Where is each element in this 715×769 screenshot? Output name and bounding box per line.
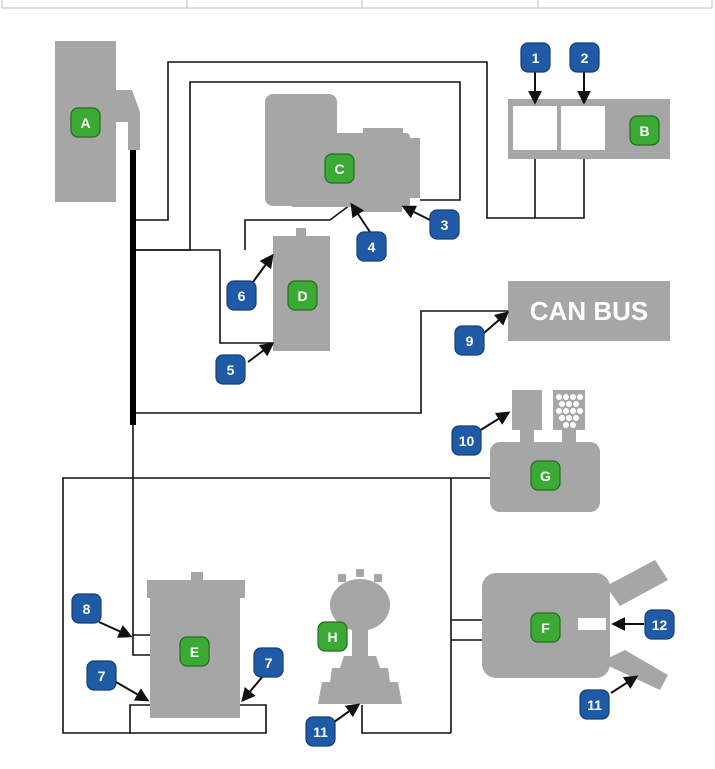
callout-2: 2 <box>569 42 600 73</box>
callout-4: 4 <box>356 231 387 262</box>
callout-7-right: 7 <box>253 647 284 678</box>
callout-5: 5 <box>215 354 246 385</box>
callout-6: 6 <box>226 280 257 311</box>
callout-9: 9 <box>454 325 485 356</box>
svg-text:11: 11 <box>587 697 602 713</box>
callout-1: 1 <box>520 42 551 73</box>
badge-c: C <box>324 153 355 184</box>
svg-text:6: 6 <box>238 288 246 304</box>
svg-text:B: B <box>639 123 649 139</box>
svg-text:4: 4 <box>368 239 376 255</box>
svg-text:11: 11 <box>313 724 328 740</box>
svg-text:5: 5 <box>227 362 235 378</box>
callout-10: 10 <box>451 425 482 456</box>
can-bus-box: CAN BUS <box>508 281 670 341</box>
callout-11-h: 11 <box>305 716 336 747</box>
svg-text:G: G <box>540 468 551 484</box>
component-h <box>318 569 402 704</box>
callout-12: 12 <box>644 609 675 640</box>
svg-text:7: 7 <box>265 655 273 671</box>
svg-text:A: A <box>80 115 90 131</box>
badge-f: F <box>530 612 561 643</box>
badge-a: A <box>70 107 101 138</box>
wires <box>62 61 585 734</box>
svg-text:1: 1 <box>532 50 540 66</box>
callout-8: 8 <box>71 593 102 624</box>
badge-d: D <box>287 280 318 311</box>
svg-text:7: 7 <box>98 668 106 684</box>
badge-e: E <box>179 636 210 667</box>
callout-arrows <box>98 72 644 723</box>
top-table-strip <box>1 0 713 9</box>
svg-text:8: 8 <box>83 601 91 617</box>
svg-text:10: 10 <box>459 433 475 449</box>
component-c <box>265 94 420 212</box>
svg-text:12: 12 <box>652 617 668 633</box>
badge-h: H <box>317 621 348 652</box>
svg-text:3: 3 <box>441 217 449 233</box>
callout-7-left: 7 <box>86 660 117 691</box>
badge-b: B <box>629 115 660 146</box>
svg-text:C: C <box>334 161 344 177</box>
badge-g: G <box>530 460 561 491</box>
component-g <box>490 390 600 512</box>
can-bus-label: CAN BUS <box>530 296 648 326</box>
callout-3: 3 <box>429 209 460 240</box>
svg-text:D: D <box>297 288 307 304</box>
svg-text:E: E <box>190 644 199 660</box>
svg-text:9: 9 <box>466 333 474 349</box>
svg-text:F: F <box>541 620 550 636</box>
svg-text:2: 2 <box>581 50 589 66</box>
callout-11-f: 11 <box>579 689 610 720</box>
svg-text:H: H <box>327 629 337 645</box>
